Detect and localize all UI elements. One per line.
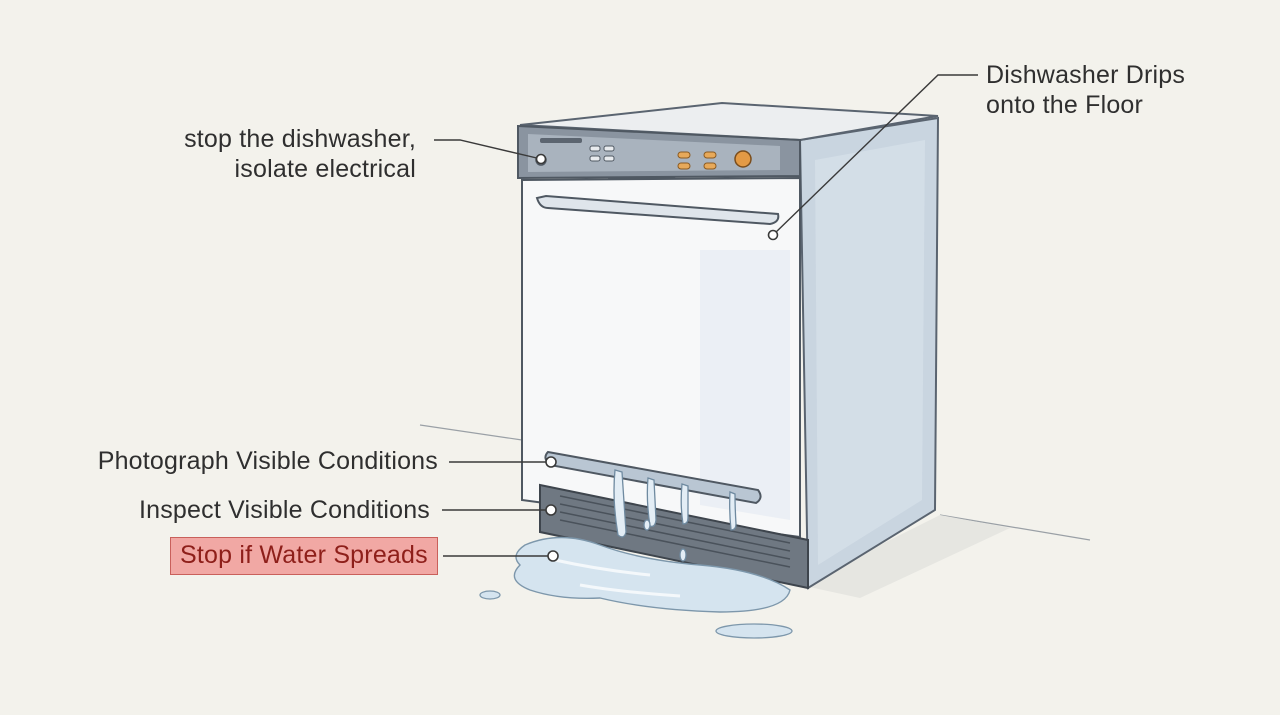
buttons-right-icon bbox=[677, 151, 717, 170]
callout-drips-line2: onto the Floor bbox=[986, 91, 1144, 119]
callout-stop-dishwasher-line2: isolate electrical bbox=[234, 155, 416, 183]
callout-drips-line1: Dishwasher Drips bbox=[986, 61, 1186, 89]
callout-drips: Dishwasher Drips onto the Floor bbox=[986, 60, 1185, 120]
leader-dots bbox=[535, 153, 779, 562]
leader-lines bbox=[434, 74, 978, 557]
callout-stop-water-spreads: Stop if Water Spreads bbox=[170, 537, 438, 575]
floor-line bbox=[419, 424, 1091, 541]
water-puddle-small bbox=[715, 623, 793, 639]
callout-stop-dishwasher-line1: stop the dishwasher, bbox=[184, 125, 416, 153]
dial-icon bbox=[734, 150, 752, 168]
callout-inspect: Inspect Visible Conditions bbox=[138, 496, 430, 524]
callout-photograph: Photograph Visible Conditions bbox=[97, 447, 438, 475]
door-handle bbox=[535, 194, 780, 226]
water-droplet bbox=[479, 590, 501, 600]
water-drips bbox=[613, 469, 737, 562]
kick-plate-grille bbox=[559, 495, 791, 568]
bottom-rail bbox=[544, 450, 762, 505]
buttons-left-icon bbox=[589, 145, 615, 162]
kick-plate bbox=[539, 483, 809, 590]
water-puddle bbox=[513, 536, 791, 613]
floor-shadow bbox=[800, 515, 1010, 598]
callout-stop-dishwasher: stop the dishwasher, isolate electrical bbox=[184, 124, 416, 184]
display-slot-icon bbox=[540, 138, 582, 143]
